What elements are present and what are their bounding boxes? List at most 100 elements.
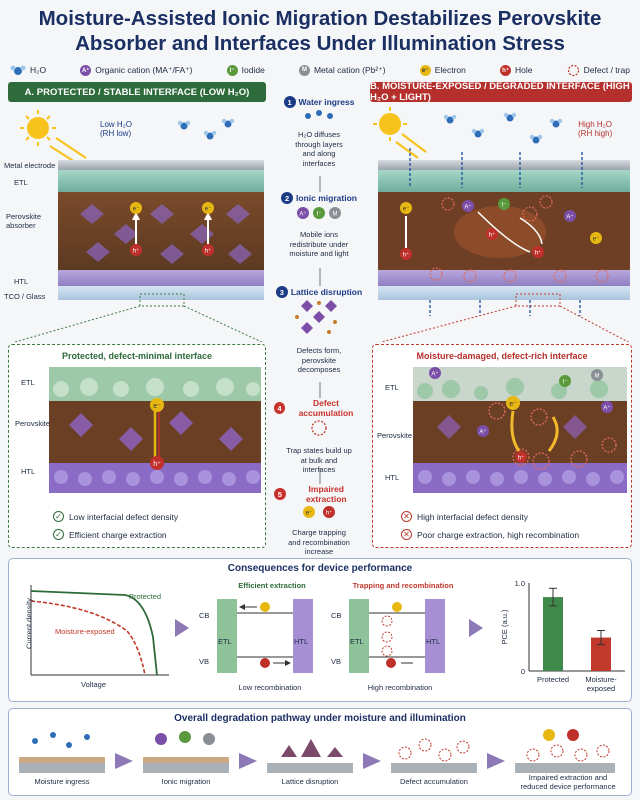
step-2-desc: Mobile ions redistribute under moisture … xyxy=(274,230,364,259)
pce-ylabel: PCE (a.u.) xyxy=(500,609,509,645)
legend-label-electron: Electron xyxy=(434,65,466,75)
svg-text:h⁺: h⁺ xyxy=(535,250,542,257)
iodide-icon: I⁻ xyxy=(226,64,238,76)
svg-text:I⁻: I⁻ xyxy=(317,212,322,218)
step-1-desc: H₂O diffuses through layers and along in… xyxy=(274,130,364,168)
band-bad-cb: CB xyxy=(331,611,342,620)
iv-ylabel: Current density xyxy=(24,598,34,649)
step-4-desc-line-2: at bulk and xyxy=(300,455,338,465)
page-title: Moisture-Assisted Ionic Migration Destab… xyxy=(0,6,640,56)
band-good-htl: HTL xyxy=(294,637,309,646)
step-4-number: 4 xyxy=(274,402,285,414)
pce-tick-top: 1.0 xyxy=(515,579,525,588)
iv-curve-protected xyxy=(30,590,158,676)
pce-bar-2 xyxy=(591,637,611,671)
zoom-protected-stack: e⁻ h⁺ xyxy=(49,367,261,493)
svg-text:h⁺: h⁺ xyxy=(205,248,212,255)
step-4-desc-line-3: interfaces xyxy=(302,465,336,474)
electron-icon: e⁻ xyxy=(419,64,431,76)
zoom-a-label-perovskite: Perovskite xyxy=(15,419,51,428)
check-label-1: Low interfacial defect density xyxy=(69,511,179,522)
svg-text:h⁺: h⁺ xyxy=(489,232,496,239)
step-3-title: Lattice disruption xyxy=(290,287,363,297)
humidity-high-line-1: High H₂O xyxy=(578,120,612,129)
check-icon: ✓ xyxy=(53,529,64,540)
metal-cation-icon: M xyxy=(298,64,310,76)
legend-item-iodide: I⁻ Iodide xyxy=(226,64,265,76)
iv-curve-exposed xyxy=(30,600,146,676)
band-bad-title: Trapping and recombination xyxy=(352,581,454,590)
zoom-degraded-stack: A⁺ A⁺ I⁻ M A⁺ e⁻ h⁺ xyxy=(413,367,627,493)
layer-label-htl: HTL xyxy=(14,277,29,286)
pathway-stage-3-label: Lattice disruption xyxy=(281,777,339,786)
svg-text:h⁺: h⁺ xyxy=(326,510,333,517)
layer-label-perovskite-line-1: Perovskite xyxy=(6,212,42,221)
step-3-desc-line-2: perovskite xyxy=(301,355,337,365)
layer-label-perovskite: Perovskite absorber xyxy=(6,212,41,230)
humidity-low-line-1: Low H₂O xyxy=(100,120,133,129)
svg-text:A⁺: A⁺ xyxy=(603,405,610,412)
pathway-stage-5-label: Impaired extraction and reduced device p… xyxy=(509,773,627,791)
organic-cation-icon: A⁺ xyxy=(80,64,92,76)
svg-text:A⁺: A⁺ xyxy=(299,211,306,218)
layer-label-perovskite-line-2: absorber xyxy=(6,221,36,230)
legend-item-water: H₂O xyxy=(10,64,46,76)
ions-icon: A⁺ I⁻ M xyxy=(297,207,341,219)
defect-trap-icon xyxy=(311,420,327,436)
step-5-desc: Charge trapping and recombination increa… xyxy=(274,528,364,557)
zoom-a-label-etl: ETL xyxy=(21,378,35,387)
pce-category-label-2-line-1: Moisture- xyxy=(585,675,617,684)
step-3-desc: Defects form, perovskite decomposes xyxy=(274,346,364,375)
performance-panel: Consequences for device performance Curr… xyxy=(8,558,632,702)
band-good-caption: Low recombination xyxy=(238,683,302,692)
title-line-1: Moisture-Assisted Ionic Migration Destab… xyxy=(38,7,602,30)
stage-3-lattice-disruption xyxy=(267,739,353,773)
step-3-number: 3 xyxy=(275,286,288,298)
check-icon: ✓ xyxy=(53,511,64,522)
band-diagram-good xyxy=(217,599,313,673)
step-5-desc-line-1: Charge trapping xyxy=(292,528,346,537)
check-label-2: Efficient charge extraction xyxy=(69,529,167,540)
pathway-stage-2-label: Ionic migration xyxy=(161,777,211,786)
panel-b-device-stack: e⁻ h⁺ A⁺ I⁻ h⁺ h⁺ A⁺ e⁻ xyxy=(373,107,630,342)
zoom-b-label-htl: HTL xyxy=(385,473,400,482)
iv-xlabel: Voltage xyxy=(81,680,107,689)
iv-label-protected: Protected xyxy=(129,592,162,601)
step-5-number: 5 xyxy=(274,488,286,500)
step-2-desc-line-2: redistribute under xyxy=(289,239,349,249)
stage-2-ionic-migration xyxy=(143,731,229,773)
pathway-stage-5-label-line-2: reduced device performance xyxy=(520,782,616,791)
pathway-stage-4-label: Defect accumulation xyxy=(400,777,468,786)
svg-text:I⁻: I⁻ xyxy=(563,380,568,386)
cross-label-1: High interfacial defect density xyxy=(417,511,529,522)
step-1-title: Water ingress xyxy=(298,97,355,107)
arrow-right-icon xyxy=(175,619,189,637)
pce-category-label-2-line-2: exposed xyxy=(587,684,615,693)
legend-item-organic-cation: A⁺ Organic cation (MA⁺/FA⁺) xyxy=(80,64,193,76)
band-good-vb: VB xyxy=(199,657,210,666)
zoom-title-degraded: Moisture-damaged, defect-rich interface xyxy=(416,351,588,361)
step-4-desc-line-1: Trap states build up xyxy=(286,446,352,455)
step-1-desc-line-4: interfaces xyxy=(302,158,336,168)
legend-label-defect: Defect / trap xyxy=(583,65,630,75)
legend-item-hole: h⁺ Hole xyxy=(500,64,533,76)
panel-b-header: B. MOISTURE-EXPOSED / DEGRADED INTERFACE… xyxy=(370,81,632,103)
svg-text:e⁻: e⁻ xyxy=(593,237,600,243)
pathway-stage-1-label: Moisture ingress xyxy=(34,777,90,786)
band-bad-etl: ETL xyxy=(350,637,364,646)
step-2-number: 2 xyxy=(281,192,294,204)
iv-label-exposed: Moisture-exposed xyxy=(55,627,115,636)
water-molecules-high xyxy=(443,112,563,144)
legend-label-water: H₂O xyxy=(30,65,47,75)
pce-category-label-1-line-1: Protected xyxy=(537,675,569,684)
zoom-a-label-htl: HTL xyxy=(21,467,36,476)
legend-label-iodide: Iodide xyxy=(241,65,265,75)
water-molecules-low xyxy=(177,118,235,140)
step-2-title: Ionic migration xyxy=(296,193,357,203)
